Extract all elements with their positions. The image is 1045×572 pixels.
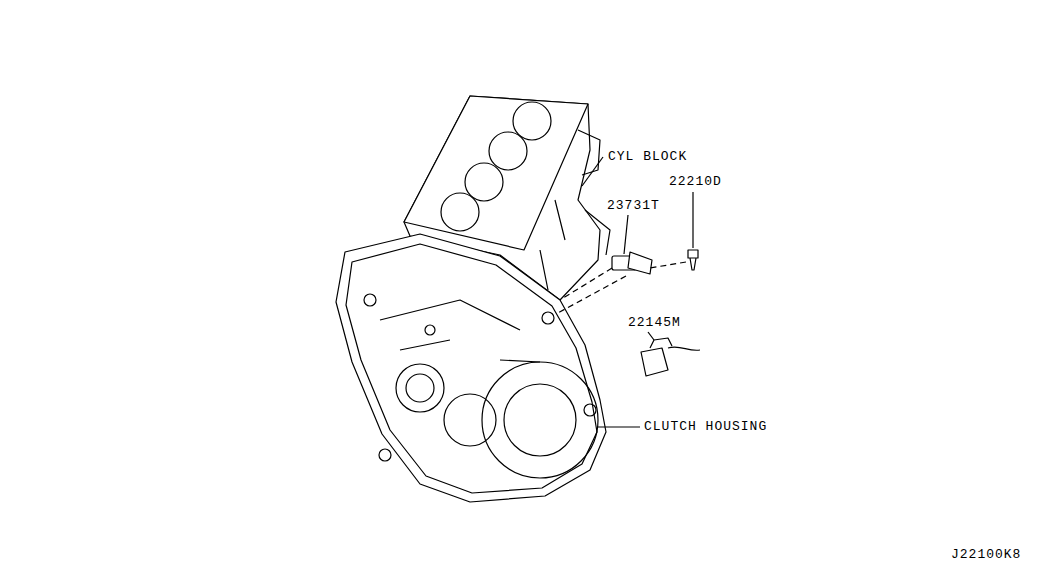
callout-number: 22210D [668, 175, 723, 189]
housing-boss [364, 294, 376, 306]
housing-flange [346, 244, 597, 493]
leader-line [598, 426, 640, 427]
callout-number: 23731T [606, 199, 661, 213]
sensor-wire [668, 347, 700, 350]
part-label: CLUTCH HOUSING [643, 420, 768, 434]
housing-bell [504, 384, 576, 456]
sensor-flange [628, 252, 652, 274]
housing-rib [380, 300, 540, 362]
install-line [556, 262, 686, 314]
housing-boss [379, 449, 391, 461]
cylinder-bore [489, 132, 527, 170]
cylinder-bore [441, 193, 479, 231]
part-label: CYL BLOCK [607, 150, 688, 164]
callout-number: 22145M [627, 316, 682, 330]
leader-line [692, 192, 693, 248]
housing-boss [425, 325, 435, 335]
block-detail [540, 130, 610, 290]
leader-line [648, 332, 654, 340]
diagram-code: J22100K8 [950, 548, 1022, 562]
clutch-housing [336, 234, 606, 502]
housing-opening [406, 374, 434, 402]
bolt [688, 250, 698, 270]
cylinder-deck [404, 96, 588, 250]
housing-opening [396, 364, 444, 412]
housing-boss [584, 404, 596, 416]
leader-line [624, 215, 628, 254]
housing-bell [482, 362, 598, 478]
leader-line [582, 157, 603, 186]
cylinder-bore [465, 163, 503, 201]
cylinder-bore [513, 102, 551, 140]
housing-boss [542, 312, 554, 324]
housing-opening [444, 394, 496, 446]
knock-sensor [641, 348, 668, 376]
